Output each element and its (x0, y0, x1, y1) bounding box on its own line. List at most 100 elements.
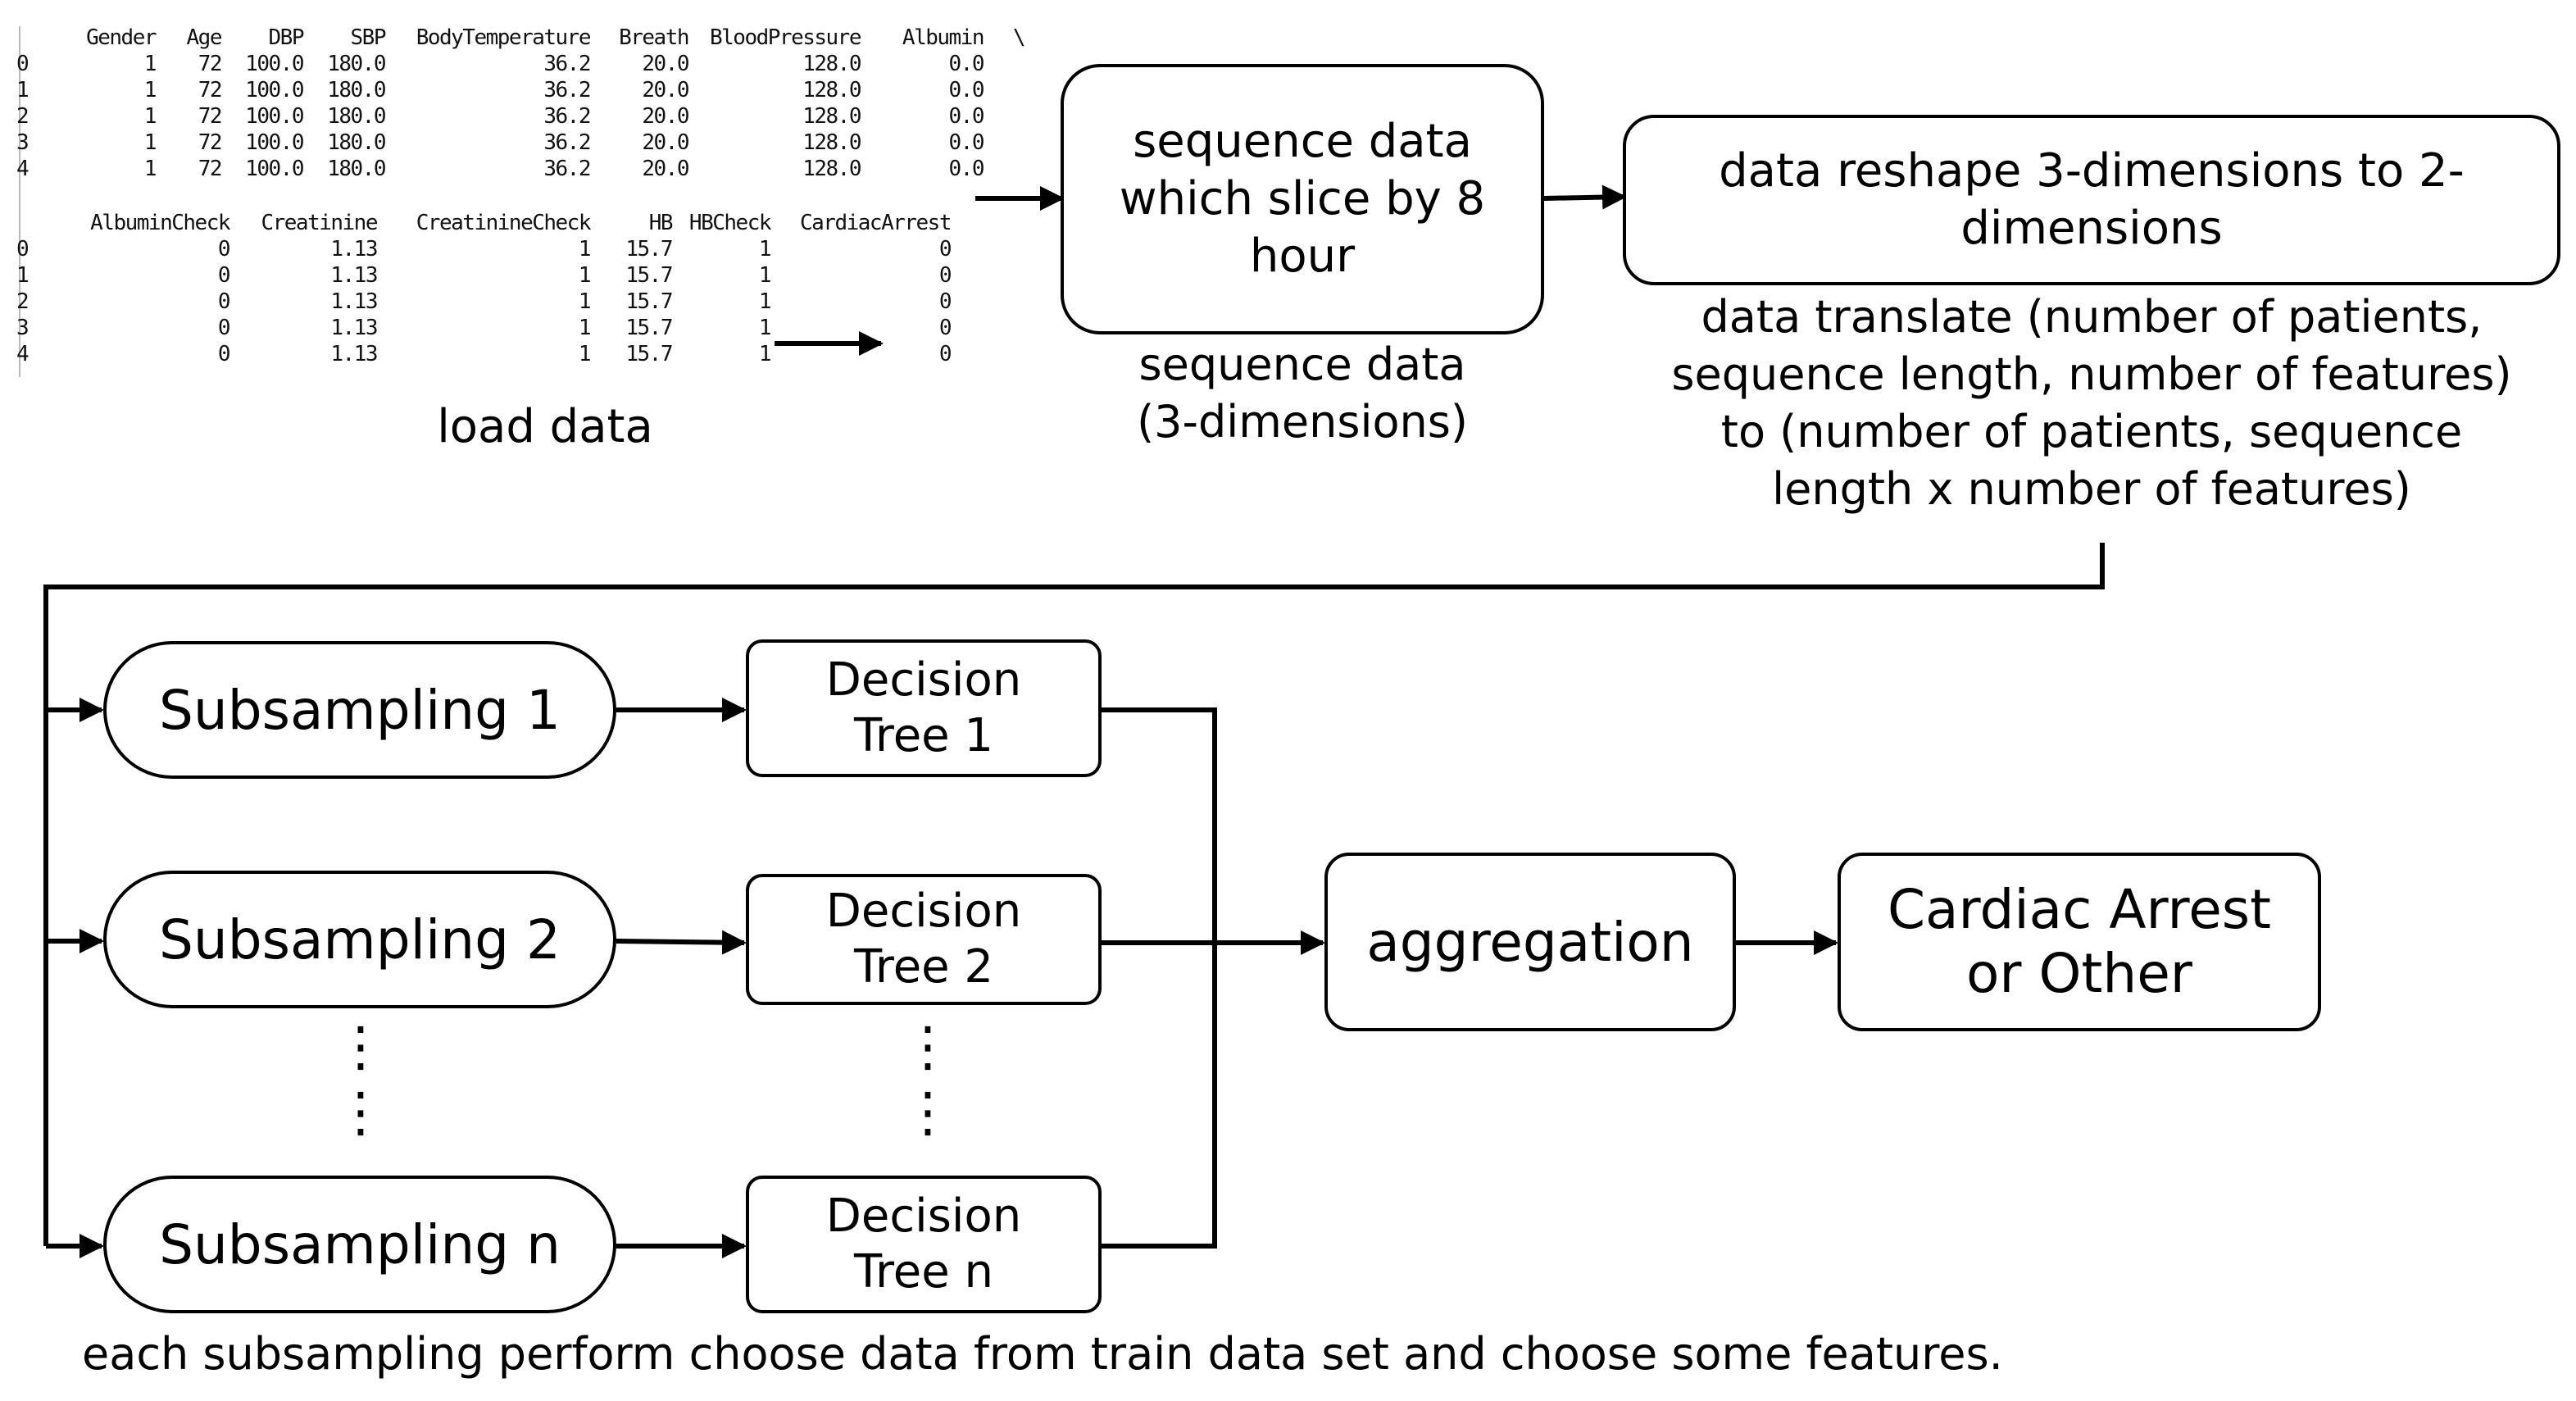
aggregation-label: aggregation (1366, 910, 1694, 974)
result-box: Cardiac Arrest or Other (1838, 853, 2321, 1031)
table-cell: 0.0 (948, 104, 985, 129)
decision-tree-1-box: Decision Tree 1 (746, 639, 1102, 777)
table-cell: 36.2 (543, 130, 591, 155)
table-header-cell: BodyTemperature (416, 25, 592, 50)
table-cell: 1 (758, 263, 772, 288)
table-cell: 20.0 (642, 130, 689, 155)
table-cell: 20.0 (642, 104, 689, 129)
table-header-cell: CreatinineCheck (416, 211, 592, 235)
table-cell: 128.0 (802, 130, 861, 155)
table-cell: 1 (143, 130, 157, 155)
table-cell: 0 (217, 237, 231, 262)
table-cell: 1 (16, 263, 30, 288)
data-reshape-box: data reshape 3-dimensions to 2- dimensio… (1623, 115, 2560, 285)
footer-caption: each subsampling perform choose data fro… (82, 1328, 2003, 1380)
table-cell: 4 (16, 157, 30, 181)
tree-ellipsis-1: ⋮ (901, 1015, 955, 1078)
result-label: Cardiac Arrest or Other (1887, 878, 2272, 1005)
table-cell: 0.0 (948, 130, 985, 155)
table-cell: 100.0 (245, 78, 304, 102)
decision-tree-2-box: Decision Tree 2 (746, 874, 1102, 1005)
table-header-cell: CardiacArrest (800, 211, 952, 235)
table-cell: 0 (938, 289, 952, 314)
table-cell: 2 (16, 104, 30, 129)
table-header-cell: DBP (268, 25, 305, 50)
table-cell: 1 (143, 78, 157, 102)
subsampling-ellipsis-2: ⋮ (334, 1080, 388, 1144)
table-cell: 1 (16, 78, 30, 102)
table-cell: 1 (758, 289, 772, 314)
table-cell: 0 (16, 237, 30, 262)
table-cell: 1 (143, 104, 157, 129)
table-cell: 128.0 (802, 157, 861, 181)
subsampling-2-box: Subsampling 2 (103, 871, 616, 1008)
decision-tree-2-label: Decision Tree 2 (825, 885, 1022, 994)
table-cell: 72 (198, 130, 223, 155)
aggregation-box: aggregation (1324, 853, 1736, 1031)
table-cell: 1 (143, 157, 157, 181)
arrow-sequence-to-reshape (1543, 184, 1627, 210)
table-cell: 1.13 (330, 342, 378, 366)
table-cell: 3 (16, 130, 30, 155)
table-cell: 100.0 (245, 104, 304, 129)
subsampling-n-label: Subsampling n (159, 1212, 561, 1276)
table-cell: 100.0 (245, 52, 304, 76)
table-cell: 20.0 (642, 157, 689, 181)
table-cell: 4 (16, 342, 30, 366)
table-cell: 1 (578, 342, 592, 366)
table-cell: 1 (758, 342, 772, 366)
loop-connector (43, 543, 2105, 1246)
table-cell: 0 (217, 263, 231, 288)
sequence-data-box: sequence data which slice by 8 hour (1061, 64, 1544, 334)
table-cell: 0 (217, 316, 231, 340)
table-cell: 72 (198, 157, 223, 181)
table-header-cell: \ (1012, 25, 1026, 50)
table-cell: 1 (758, 316, 772, 340)
table-cell: 0.0 (948, 78, 985, 102)
table-cell: 15.7 (625, 342, 673, 366)
table-cell: 100.0 (245, 157, 304, 181)
table-cell: 1 (578, 237, 592, 262)
table-cell: 15.7 (625, 316, 673, 340)
table-cell: 0 (938, 237, 952, 262)
table-header-cell: SBP (350, 25, 387, 50)
arrow-subsampling-2-to-tree-2 (616, 930, 747, 955)
table-cell: 0.0 (948, 157, 985, 181)
table-cell: 100.0 (245, 130, 304, 155)
tree-ellipsis-2: ⋮ (901, 1080, 955, 1144)
decision-tree-1-label: Decision Tree 1 (825, 653, 1022, 762)
table-cell: 36.2 (543, 52, 591, 76)
subsampling-1-box: Subsampling 1 (103, 641, 616, 779)
subsampling-n-box: Subsampling n (103, 1176, 616, 1313)
table-cell: 180.0 (327, 104, 386, 129)
table-cell: 180.0 (327, 78, 386, 102)
table-header-cell: HBCheck (688, 211, 772, 235)
sequence-data-box-text: sequence data which slice by 8 hour (1119, 115, 1486, 283)
table-cell: 1.13 (330, 237, 378, 262)
table-cell: 1 (578, 289, 592, 314)
table-cell: 128.0 (802, 104, 861, 129)
table-cell: 0 (16, 52, 30, 76)
table-cell: 15.7 (625, 263, 673, 288)
table-header-cell: AlbuminCheck (90, 211, 230, 235)
tree-1-connector (1102, 707, 1217, 1249)
table-cell: 1.13 (330, 263, 378, 288)
subsampling-ellipsis-1: ⋮ (334, 1015, 388, 1078)
table-cell: 20.0 (642, 78, 689, 102)
table-cell: 1 (143, 52, 157, 76)
table-cell: 0 (938, 316, 952, 340)
table-header-cell: Albumin (902, 25, 985, 50)
decision-tree-n-box: Decision Tree n (746, 1176, 1102, 1313)
